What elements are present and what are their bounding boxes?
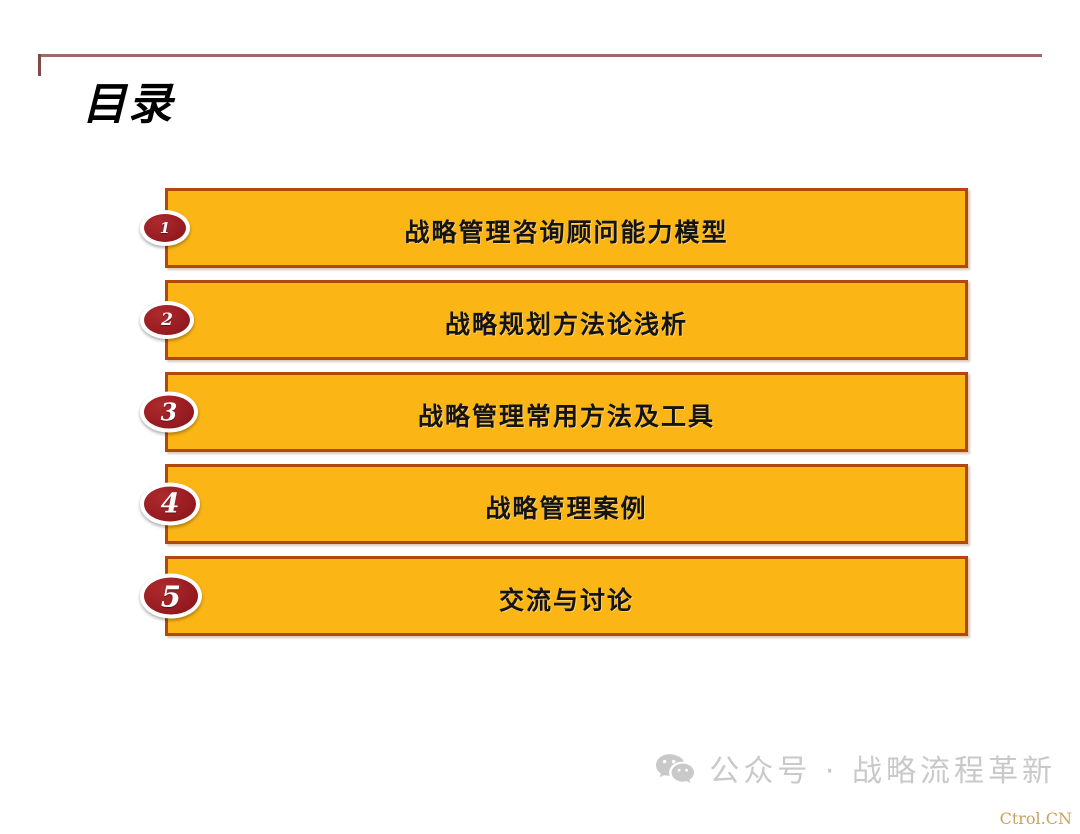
header-rule: [38, 54, 1042, 57]
list-item[interactable]: 战略管理常用方法及工具 3: [0, 372, 1080, 452]
toc-item-label: 交流与讨论: [498, 586, 634, 615]
toc-number-badge: 2: [140, 301, 194, 339]
page-title: 目录: [82, 79, 174, 130]
wechat-icon: [656, 754, 695, 783]
list-item[interactable]: 战略规划方法论浅析 2: [0, 280, 1080, 360]
toc-number-badge: 4: [140, 482, 200, 526]
corner-watermark: Ctrol.CN: [999, 809, 1072, 828]
watermark: 公众号 · 战略流程革新: [655, 746, 1056, 790]
list-item[interactable]: 战略管理案例 4: [0, 464, 1080, 544]
toc-bar[interactable]: 战略管理案例: [165, 464, 968, 544]
list-item[interactable]: 交流与讨论 5: [0, 556, 1080, 636]
toc-bar[interactable]: 交流与讨论: [165, 556, 968, 636]
toc-bar[interactable]: 战略管理咨询顾问能力模型: [165, 188, 968, 268]
toc-item-label: 战略管理案例: [485, 494, 648, 523]
toc-item-label: 战略管理常用方法及工具: [417, 402, 715, 431]
table-of-contents: 战略管理咨询顾问能力模型 1 战略规划方法论浅析 2 战略管理常用方法及工具 3…: [0, 188, 1080, 648]
toc-number-badge: 3: [140, 391, 198, 433]
toc-item-label: 战略规划方法论浅析: [444, 310, 688, 339]
header-corner-tick: [38, 54, 41, 76]
toc-number-badge: 5: [140, 573, 202, 619]
toc-number-badge: 1: [140, 210, 190, 246]
watermark-text: 公众号 · 战略流程革新: [709, 754, 1056, 789]
toc-bar[interactable]: 战略管理常用方法及工具: [165, 372, 968, 452]
toc-bar[interactable]: 战略规划方法论浅析: [165, 280, 968, 360]
toc-item-label: 战略管理咨询顾问能力模型: [404, 218, 729, 247]
list-item[interactable]: 战略管理咨询顾问能力模型 1: [0, 188, 1080, 268]
